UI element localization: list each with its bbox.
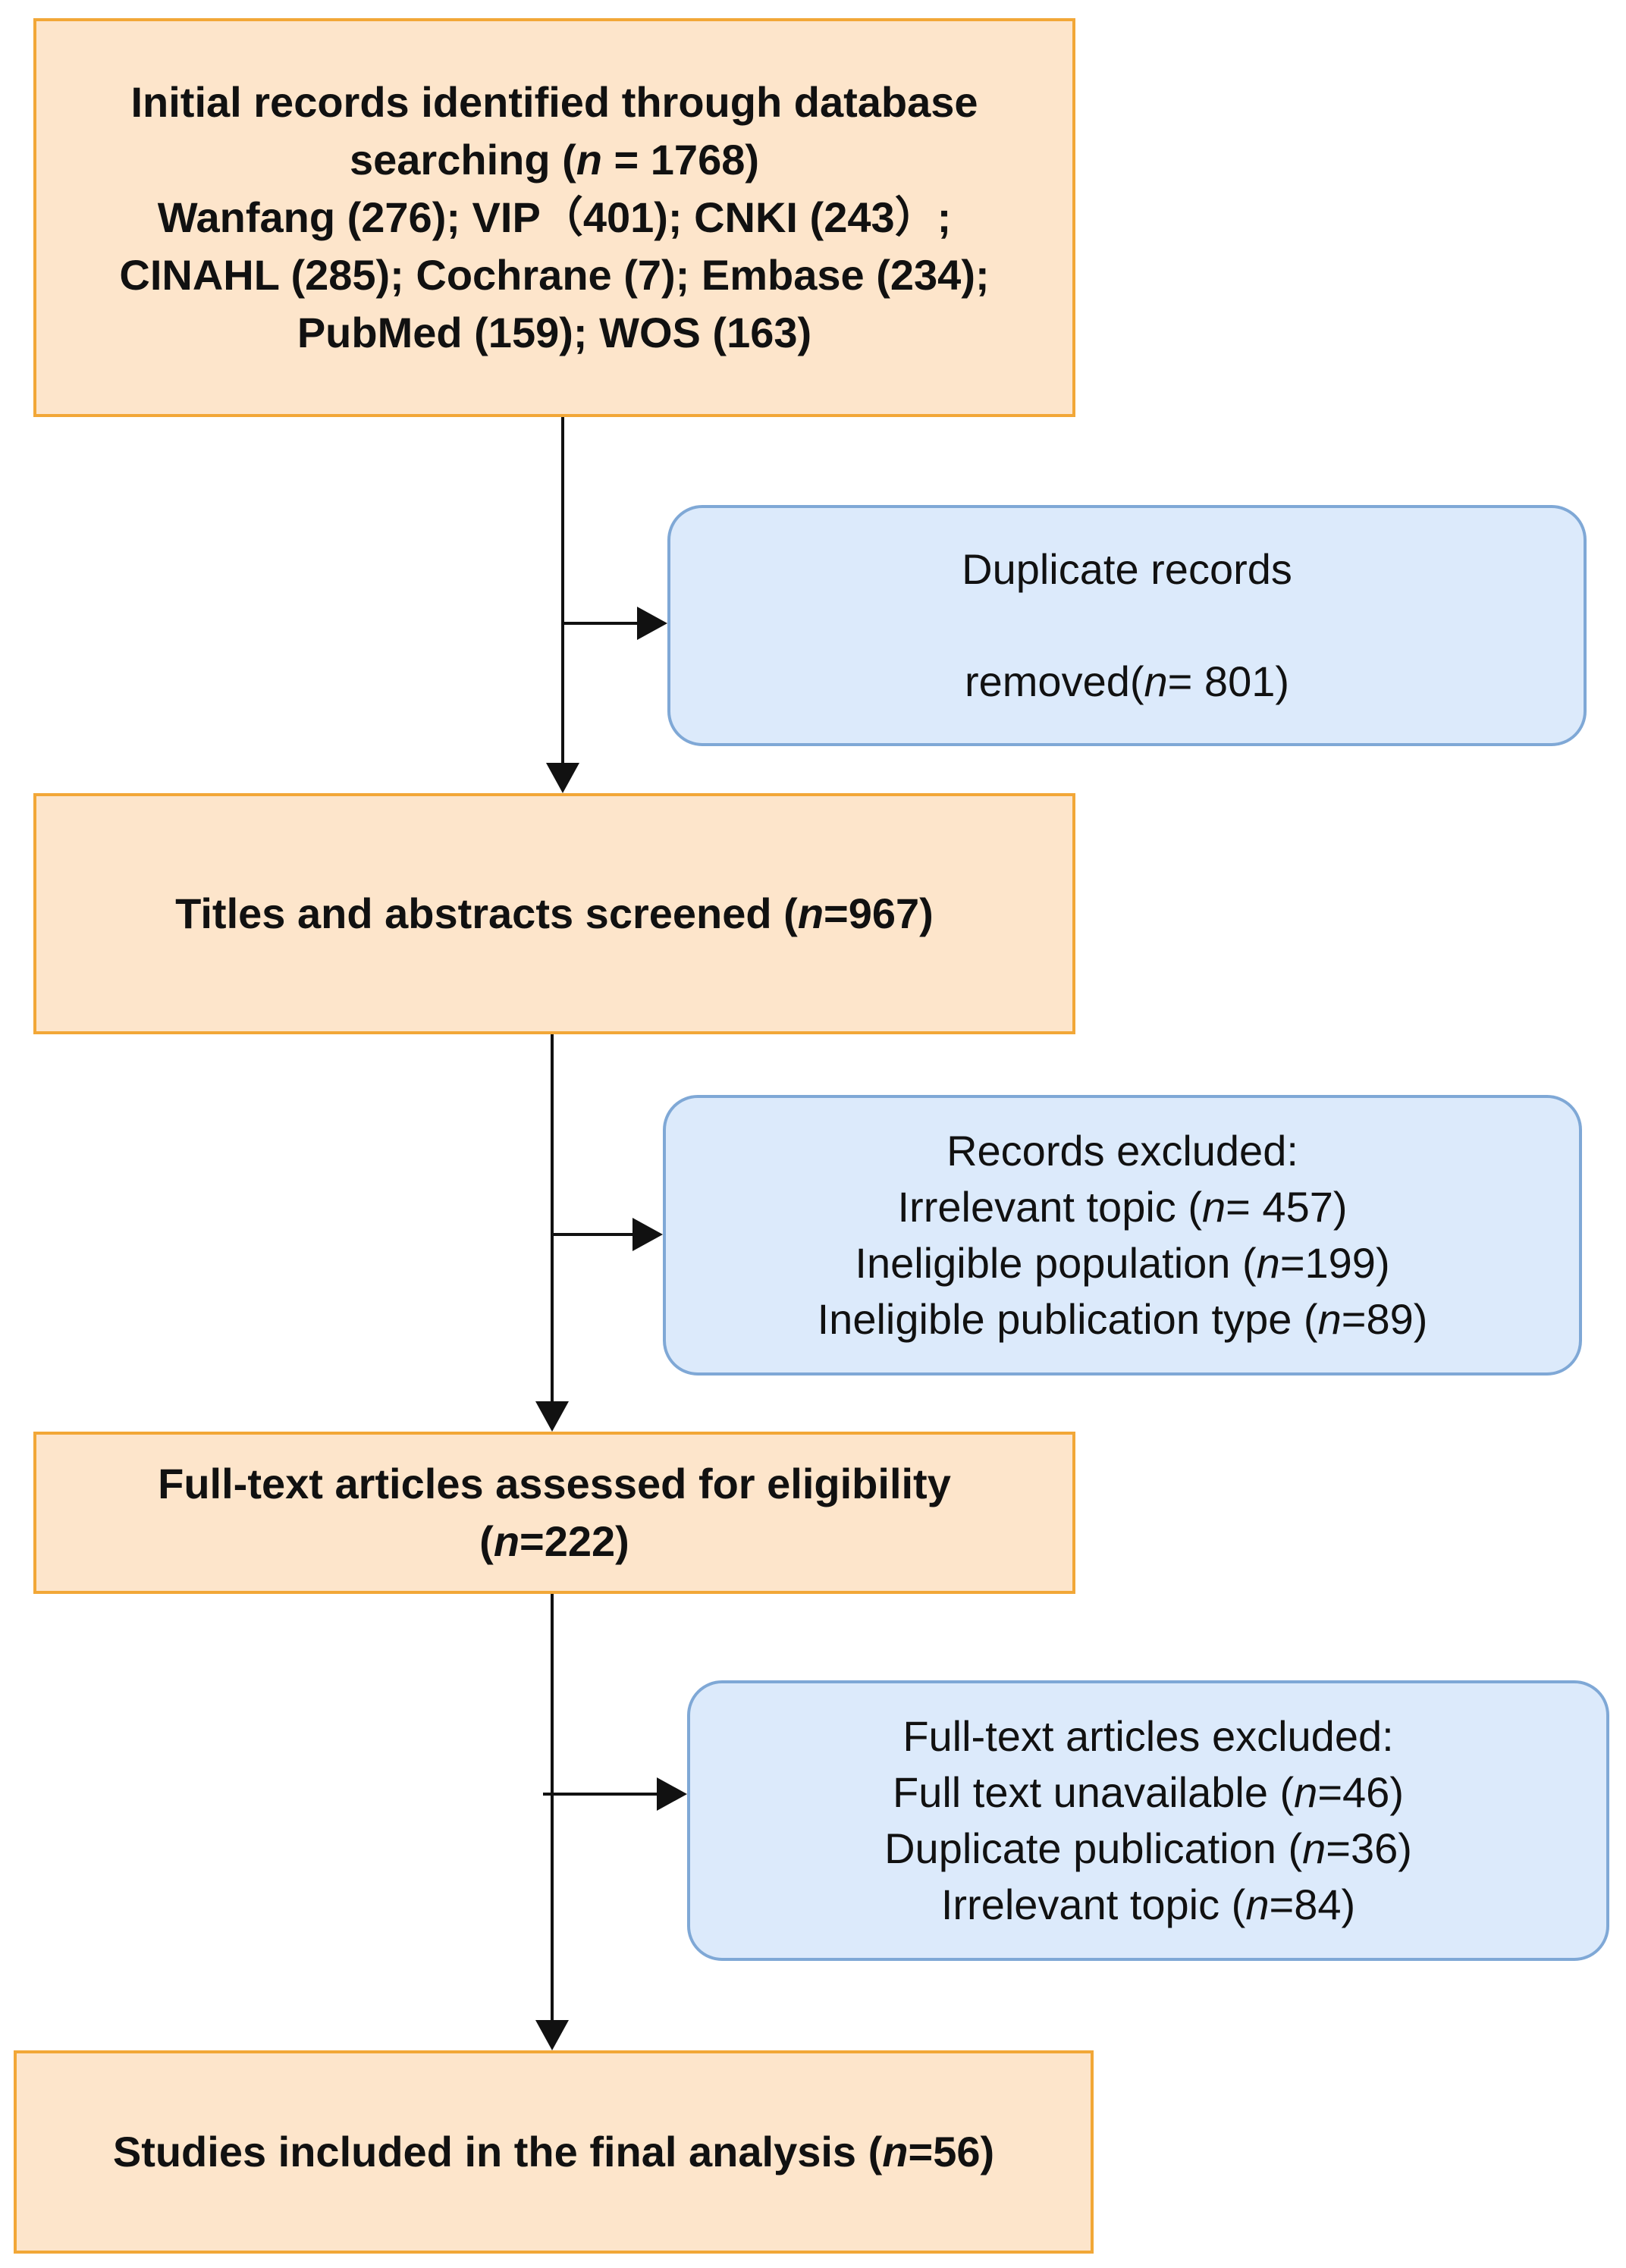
fulltext-assessed-box: Full-text articles assessed for eligibil…	[33, 1432, 1075, 1594]
records-excluded-item: Irrelevant topic (n= 457)	[897, 1183, 1348, 1231]
initial-line-1: Initial records identified through datab…	[130, 78, 978, 126]
records-excluded-title: Records excluded:	[946, 1127, 1298, 1175]
arrowhead-right-1	[637, 607, 667, 640]
arrowhead-down-1	[546, 763, 579, 793]
fulltext-line-1: Full-text articles assessed for eligibil…	[158, 1460, 951, 1507]
fulltext-excluded-box: Full-text articles excluded: Full text u…	[687, 1680, 1609, 1961]
duplicate-line-2: removed(n= 801)	[964, 657, 1290, 705]
initial-line-5: PubMed (159); WOS (163)	[297, 309, 812, 356]
fulltext-excluded-title: Full-text articles excluded:	[902, 1712, 1394, 1760]
duplicate-records-box: Duplicate records removed(n= 801)	[667, 505, 1587, 746]
arrowhead-right-2	[633, 1218, 663, 1251]
fulltext-excluded-item: Irrelevant topic (n=84)	[940, 1881, 1356, 1928]
fulltext-excluded-item: Duplicate publication (n=36)	[884, 1824, 1412, 1872]
duplicate-line-1: Duplicate records	[962, 545, 1292, 593]
arrowhead-down-2	[535, 1401, 569, 1432]
initial-line-4: CINAHL (285); Cochrane (7); Embase (234)…	[119, 251, 990, 299]
screened-box: Titles and abstracts screened (n=967)	[33, 793, 1075, 1034]
records-excluded-item: Ineligible population (n=199)	[855, 1239, 1390, 1287]
initial-records-box: Initial records identified through datab…	[33, 18, 1075, 417]
initial-line-3: Wanfang (276); VIP（401); CNKI (243）;	[157, 193, 952, 241]
studies-included-box: Studies included in the final analysis (…	[14, 2050, 1094, 2254]
arrowhead-down-3	[535, 2020, 569, 2050]
records-excluded-box: Records excluded: Irrelevant topic (n= 4…	[663, 1095, 1582, 1376]
records-excluded-item: Ineligible publication type (n=89)	[817, 1295, 1428, 1343]
arrowhead-right-3	[657, 1777, 687, 1811]
screened-line: Titles and abstracts screened (n=967)	[175, 889, 934, 937]
initial-line-2: searching (n = 1768)	[349, 136, 760, 184]
fulltext-line-2: (n=222)	[479, 1517, 629, 1565]
included-line: Studies included in the final analysis (…	[112, 2128, 995, 2175]
fulltext-excluded-item: Full text unavailable (n=46)	[893, 1768, 1404, 1816]
